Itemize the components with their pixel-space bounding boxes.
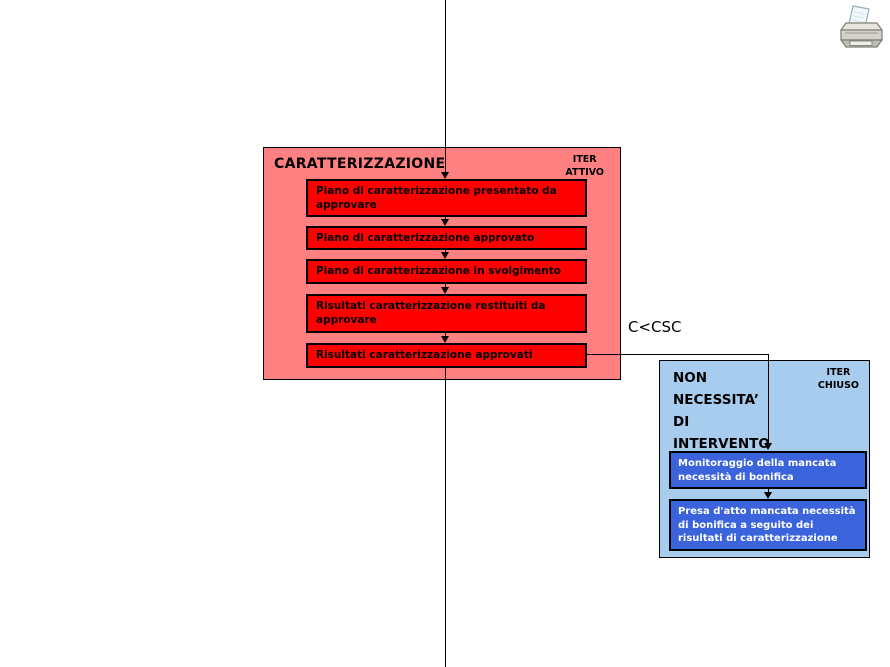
arrow-step-2-3 (441, 250, 450, 259)
title-line-2: NECESSITA’ (673, 392, 760, 408)
iter-chiuso-line2: CHIUSO (817, 380, 859, 391)
title-line-3: DI (673, 414, 690, 430)
step-presa-atto: Presa d'atto mancata necessità di bonifi… (669, 499, 867, 551)
flow-line-tail (445, 368, 446, 381)
step-monitoraggio: Monitoraggio della mancata necessità di … (669, 451, 867, 489)
title-line-4: INTERVENTO (673, 436, 770, 452)
step-risultati-restituiti: Risultati caratterizzazione restituiti d… (306, 294, 587, 333)
iter-chiuso-label: ITER CHIUSO (818, 366, 859, 392)
printer-icon[interactable] (836, 4, 888, 52)
condition-label: C<CSC (628, 318, 682, 336)
title-line-1: NON (673, 370, 708, 386)
arrow-monitoraggio-presa-atto (764, 489, 773, 499)
arrow-into-step-1 (441, 148, 450, 179)
step-risultati-approvati: Risultati caratterizzazione approvati (306, 343, 587, 368)
arrow-step-3-4 (441, 284, 450, 294)
step-piano-approvato: Piano di caratterizzazione approvato (306, 226, 587, 250)
step-piano-presentato: Piano di caratterizzazione presentato da… (306, 179, 587, 217)
connector-arrow-vertical (764, 354, 773, 450)
caratterizzazione-group: CARATTERIZZAZIONE ITER ATTIVO Piano di c… (263, 147, 621, 381)
step-piano-svolgimento: Piano di caratterizzazione in svolgiment… (306, 259, 587, 284)
iter-attivo-label: ITER ATTIVO (565, 153, 604, 179)
iter-chiuso-line1: ITER (826, 367, 851, 378)
connector-line-horizontal (586, 354, 768, 355)
caratterizzazione-title: CARATTERIZZAZIONE (274, 156, 446, 172)
non-necessita-title: NON NECESSITA’ DI INTERVENTO (673, 367, 770, 455)
iter-attivo-line1: ITER (572, 154, 597, 165)
iter-attivo-line2: ATTIVO (565, 167, 604, 178)
non-necessita-group: NON NECESSITA’ DI INTERVENTO ITER CHIUSO… (659, 360, 870, 558)
arrow-step-4-5 (441, 333, 450, 343)
arrow-step-1-2 (441, 217, 450, 226)
